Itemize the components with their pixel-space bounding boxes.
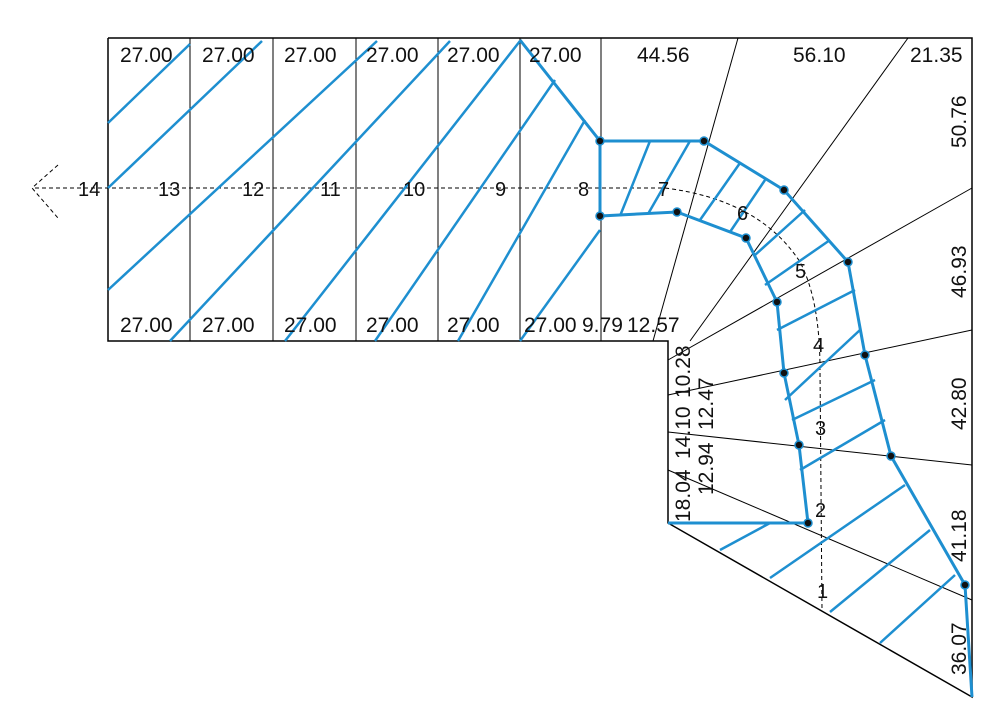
step-number: 13 xyxy=(158,179,180,201)
step-number: 11 xyxy=(320,179,341,201)
dim-label: 27.00 xyxy=(366,314,419,337)
step-number: 5 xyxy=(795,261,806,283)
step-number: 1 xyxy=(817,581,828,603)
dim-label: 41.18 xyxy=(948,509,971,562)
dim-label: 27.00 xyxy=(120,314,173,337)
dim-label: 18.04 xyxy=(672,469,695,522)
top-dimension-labels: 27.00 27.00 27.00 27.00 27.00 27.00 44.5… xyxy=(120,44,963,67)
dim-label: 27.00 xyxy=(202,44,255,67)
dim-label: 56.10 xyxy=(793,44,846,67)
direction-arrow-icon xyxy=(31,164,59,219)
stringer-nodes xyxy=(595,136,970,590)
step-number: 4 xyxy=(813,335,824,357)
dim-label: 36.07 xyxy=(948,622,971,675)
dim-label: 27.00 xyxy=(284,314,337,337)
dim-label: 27.00 xyxy=(447,44,500,67)
dim-label: 21.35 xyxy=(910,44,963,67)
dim-label: 12.94 xyxy=(695,442,718,495)
dim-label: 27.00 xyxy=(447,314,500,337)
step-number: 6 xyxy=(737,203,748,225)
dim-label: 27.00 xyxy=(202,314,255,337)
dim-label: 10.28 xyxy=(672,345,695,398)
inner-dimension-labels: 18.04 12.94 14.10 12.47 10.28 xyxy=(672,345,718,522)
dim-label: 9.79 xyxy=(582,314,623,337)
step-number: 10 xyxy=(403,179,425,201)
dim-label: 12.47 xyxy=(695,377,718,430)
dim-label: 14.10 xyxy=(672,406,695,459)
dim-label: 27.00 xyxy=(120,44,173,67)
step-number: 7 xyxy=(658,179,669,201)
dim-label: 27.00 xyxy=(284,44,337,67)
dim-label: 50.76 xyxy=(948,95,971,148)
stair-hatching xyxy=(107,40,956,644)
step-number: 8 xyxy=(578,179,589,201)
step-number: 2 xyxy=(815,500,826,522)
walk-line xyxy=(35,187,823,611)
step-number: 3 xyxy=(815,418,826,440)
stair-outer-stringer xyxy=(518,39,974,698)
dim-label: 46.93 xyxy=(948,245,971,298)
step-number: 12 xyxy=(242,179,264,201)
dim-label: 12.57 xyxy=(627,314,680,337)
dim-label: 27.00 xyxy=(529,44,582,67)
outer-wall xyxy=(107,37,973,699)
dim-label: 42.80 xyxy=(948,377,971,430)
dim-label: 44.56 xyxy=(637,44,690,67)
step-number: 14 xyxy=(78,179,100,201)
right-dimension-labels: 50.76 46.93 42.80 41.18 36.07 xyxy=(948,95,971,675)
step-number: 9 xyxy=(495,179,506,201)
dim-label: 27.00 xyxy=(524,314,577,337)
bottom-dimension-labels: 27.00 27.00 27.00 27.00 27.00 27.00 9.79… xyxy=(120,314,680,337)
dim-label: 27.00 xyxy=(366,44,419,67)
step-numbers: 1 2 3 4 5 6 7 8 9 10 11 12 13 14 xyxy=(78,179,828,603)
